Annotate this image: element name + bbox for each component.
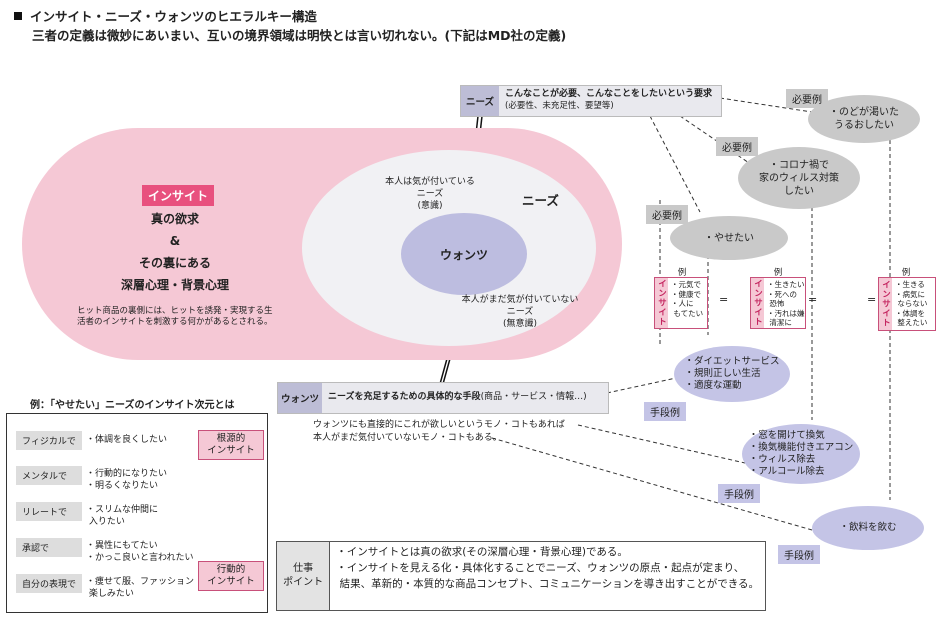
example-head-3: 例 bbox=[901, 268, 911, 278]
equals-sign-3: = bbox=[867, 293, 877, 306]
bullet-square-icon bbox=[14, 12, 22, 20]
root-insight-box: 根源的 インサイト bbox=[198, 430, 264, 460]
example-head-2: 例 bbox=[773, 268, 783, 278]
work-point-box: 仕事 ポイント ・インサイトとは真の欲求(その深層心理・背景心理)である。 ・イ… bbox=[276, 541, 766, 611]
need-oval-virus: ・コロナ禍で家のウィルス対策したい bbox=[738, 147, 860, 209]
required-example-label-3: 必要例 bbox=[646, 205, 688, 224]
means-oval-drink: ・飲料を飲む bbox=[812, 506, 924, 550]
needs-definition-bar: ニーズ こんなことが必要、こんなことをしたいという要求(必要性、未充足性、要望等… bbox=[460, 85, 722, 117]
insight-tag: インサイト bbox=[142, 185, 215, 206]
page-subtitle: 三者の定義は微妙にあいまい、互いの境界領域は明快とは言い切れない。(下記はMD社… bbox=[32, 28, 567, 43]
dimension-tag-expression: 自分の表現で bbox=[16, 574, 82, 593]
need-oval-diet: ・やせたい bbox=[670, 216, 788, 260]
dimension-text-relate: ・スリムな仲間に 入りたい bbox=[86, 505, 159, 527]
wants-note: ウォンツにも直接的にこれが欲しいというモノ・コトもあれば 本人がまだ気付いていな… bbox=[313, 420, 565, 443]
dimension-tag-mental: メンタルで bbox=[16, 466, 82, 485]
means-oval-diet: ・ダイエットサービス・規則正しい生活・適度な運動 bbox=[674, 346, 790, 402]
example-head-1: 例 bbox=[677, 268, 687, 278]
dimension-text-physical: ・体調を良くしたい bbox=[86, 435, 168, 445]
needs-bar-label: ニーズ bbox=[461, 86, 499, 116]
required-example-label-2: 必要例 bbox=[716, 137, 758, 156]
means-example-label-1: 手段例 bbox=[644, 402, 686, 421]
required-example-label-1: 必要例 bbox=[786, 89, 828, 108]
means-oval-virus: ・窓を開けて換気・換気機能付きエアコン・ウィルス除去・アルコール除去 bbox=[742, 424, 860, 484]
need-oval-thirsty: ・のどが渇いたうるおしたい bbox=[808, 95, 920, 143]
page-title: インサイト・ニーズ・ウォンツのヒエラルキー構造 bbox=[14, 8, 317, 26]
insight-note: ヒット商品の裏側には、ヒットを誘発・実現する生活者のインサイトを刺激する何かがあ… bbox=[77, 306, 273, 327]
wants-bar-label: ウォンツ bbox=[278, 383, 322, 413]
left-panel-title: 例：「やせたい」ニーズのインサイト次元とは bbox=[30, 400, 235, 411]
equals-sign-2: = bbox=[808, 293, 818, 306]
means-example-label-2: 手段例 bbox=[718, 484, 760, 503]
needs-label: ニーズ bbox=[522, 193, 559, 208]
dimension-tag-approval: 承認で bbox=[16, 538, 82, 557]
dimension-text-expression: ・痩せて服、ファッション 楽しみたい bbox=[86, 577, 195, 599]
insight-example-box-1: インサイト ・元気で ・健康で ・人に もてたい bbox=[654, 277, 708, 329]
insight-definition: 真の欲求 & その裏にある 深層心理・背景心理 bbox=[120, 212, 229, 292]
dimension-text-mental: ・行動的になりたい ・明るくなりたい bbox=[86, 469, 168, 491]
means-example-label-3: 手段例 bbox=[778, 545, 820, 564]
needs-aware-text: 本人は気が付いている ニーズ (意識) bbox=[385, 177, 475, 211]
equals-sign-1: = bbox=[719, 293, 729, 306]
work-point-label: 仕事 ポイント bbox=[277, 542, 331, 610]
action-insight-box: 行動的 インサイト bbox=[198, 561, 264, 591]
wants-definition-bar: ウォンツ ニーズを充足するための具体的な手段(商品・サービス・情報…) bbox=[277, 382, 609, 414]
dimension-tag-physical: フィジカルで bbox=[16, 431, 82, 450]
insight-example-box-3: インサイト ・生きる ・病気に ならない ・体調を 整えたい bbox=[878, 277, 936, 331]
wants-region: ウォンツ bbox=[401, 213, 527, 295]
dimension-text-approval: ・異性にもてたい ・かっこ良いと言われたい bbox=[86, 541, 194, 563]
dimension-tag-relate: リレートで bbox=[16, 502, 82, 521]
needs-unaware-text: 本人がまだ気が付いていない ニーズ (無意識) bbox=[461, 295, 579, 329]
insight-example-box-2: インサイト ・生きたい ・死への 恐怖 ・汚れは嫌 清潔に bbox=[750, 277, 806, 329]
